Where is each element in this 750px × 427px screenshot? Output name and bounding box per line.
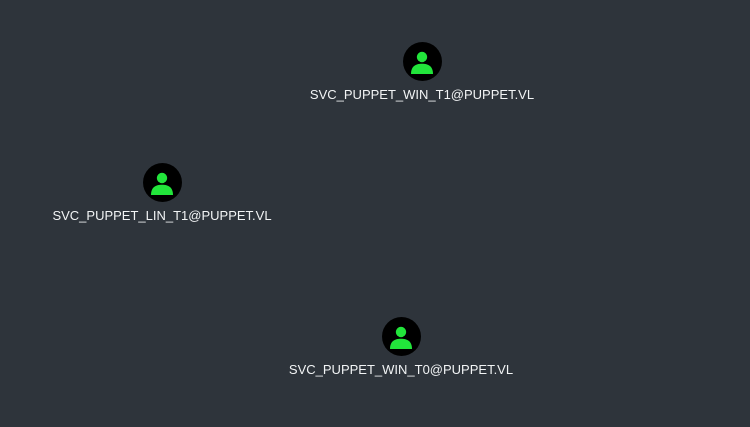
user-node-badge[interactable] — [402, 42, 442, 81]
node-label: SVC_PUPPET_WIN_T1@PUPPET.VL — [309, 87, 535, 102]
user-icon — [411, 51, 433, 74]
node-label: SVC_PUPPET_LIN_T1@PUPPET.VL — [52, 208, 272, 223]
node-label: SVC_PUPPET_WIN_T0@PUPPET.VL — [288, 362, 514, 377]
user-icon — [151, 172, 173, 195]
user-node-badge[interactable] — [142, 163, 182, 202]
user-node-svc-puppet-lin-t1[interactable]: SVC_PUPPET_LIN_T1@PUPPET.VL — [32, 163, 292, 224]
user-node-badge[interactable] — [381, 317, 421, 356]
user-node-svc-puppet-win-t1[interactable]: SVC_PUPPET_WIN_T1@PUPPET.VL — [292, 42, 552, 103]
user-icon — [390, 326, 412, 349]
user-node-svc-puppet-win-t0[interactable]: SVC_PUPPET_WIN_T0@PUPPET.VL — [271, 317, 531, 378]
